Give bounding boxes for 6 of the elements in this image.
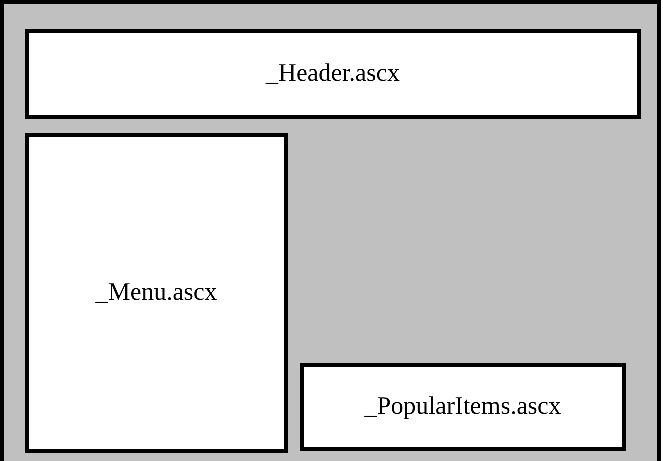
control-label: _Menu.ascx [96, 278, 218, 308]
control-box [25, 29, 641, 119]
control-box [300, 363, 626, 451]
control-label: _PopularItems.ascx [364, 392, 562, 422]
control-label: _Header.ascx [266, 59, 400, 90]
control-box [25, 133, 288, 453]
